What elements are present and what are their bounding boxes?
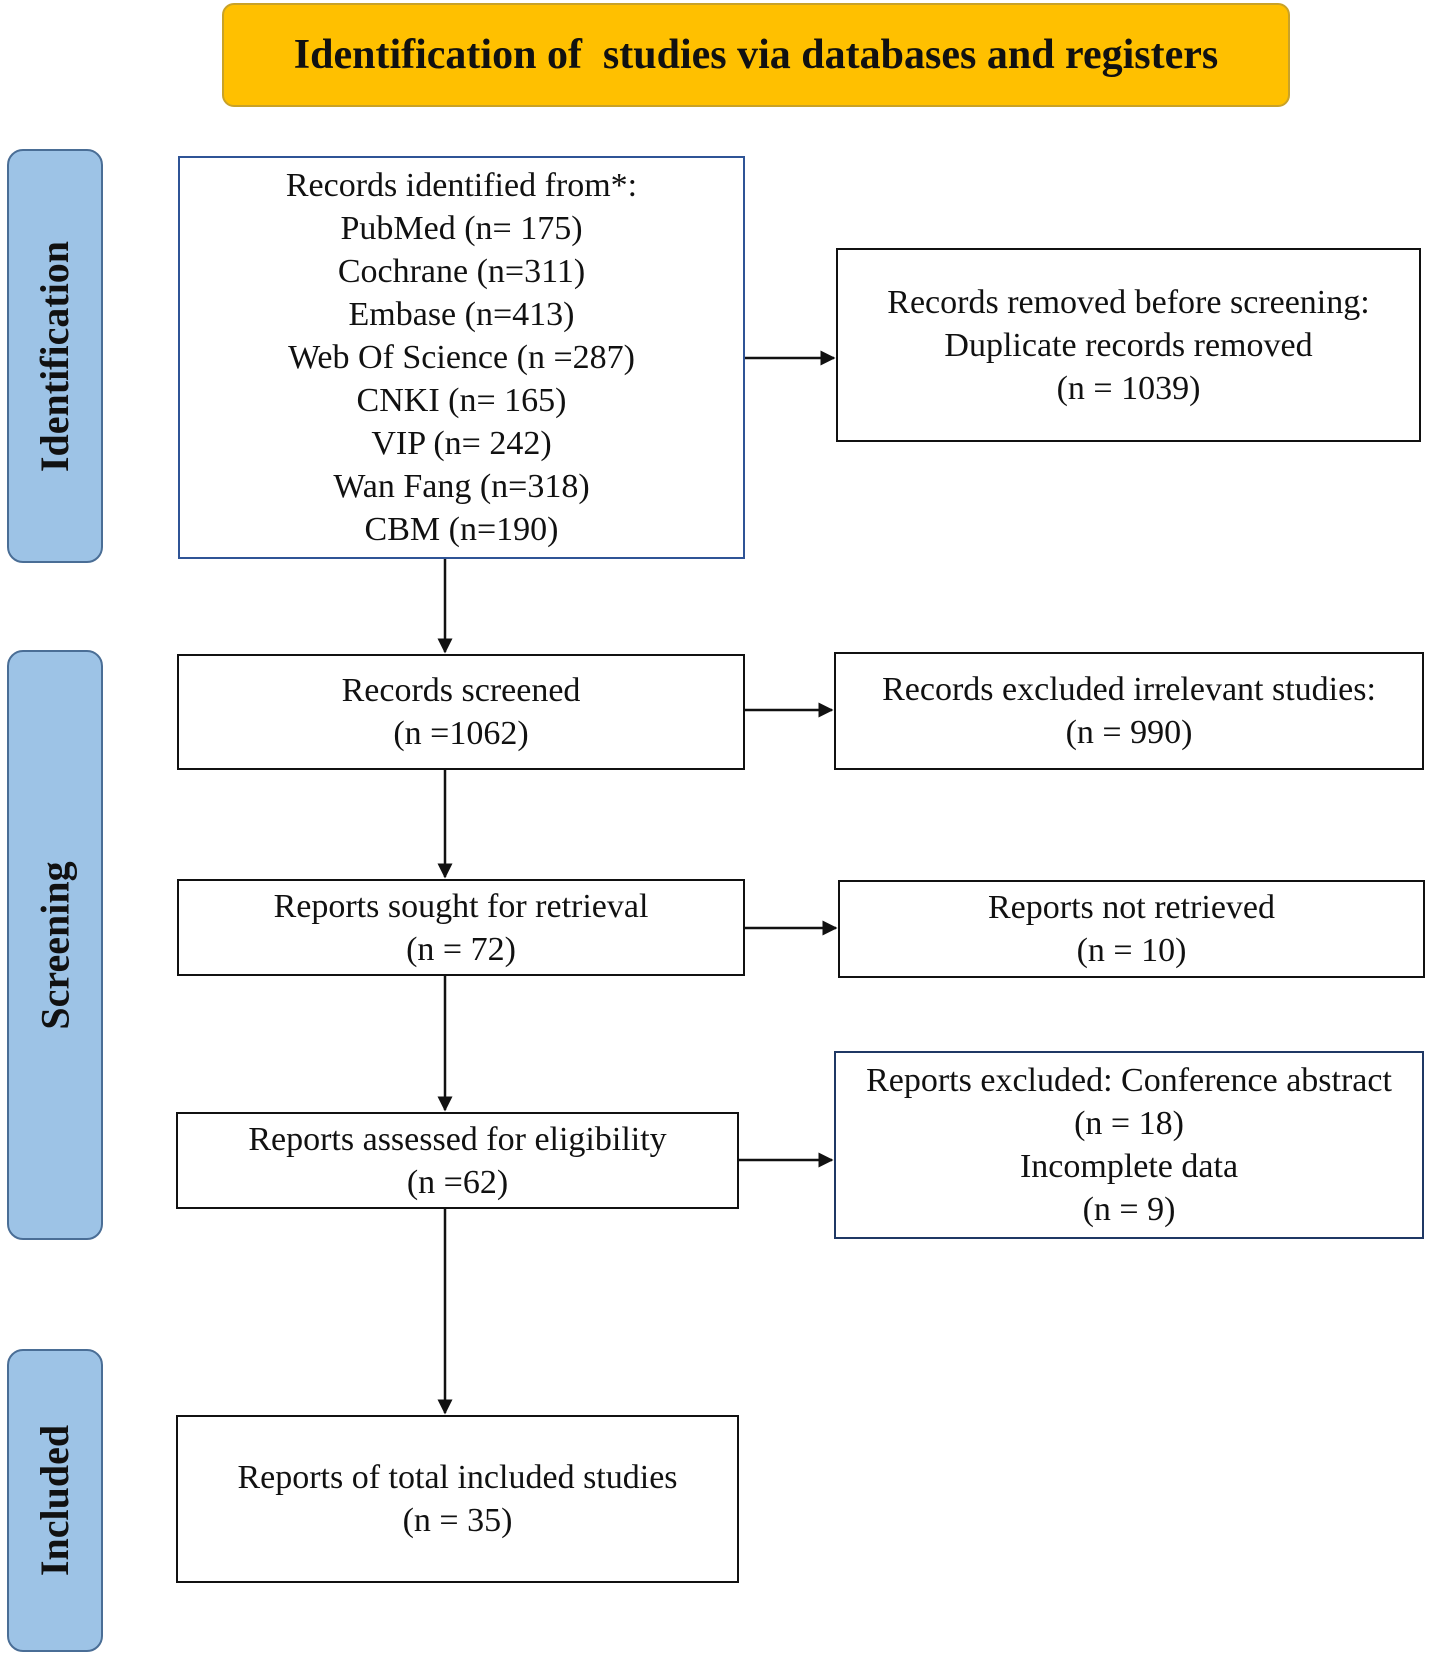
reports-not-retrieved-box: Reports not retrieved (n = 10): [838, 880, 1425, 978]
reports-excluded-incomplete-label: Incomplete data: [1019, 1148, 1239, 1185]
phase-included: Included: [7, 1349, 103, 1652]
phase-screening: Screening: [7, 650, 103, 1240]
phase-identification: Identification: [7, 149, 103, 563]
reports-excluded-abstract-count: (n = 18): [1074, 1105, 1184, 1142]
reports-excluded-incomplete-count: (n = 9): [1082, 1191, 1176, 1228]
reports-included-count: (n = 35): [402, 1502, 513, 1539]
source-cnki: CNKI (n= 165): [356, 382, 567, 419]
reports-excluded-abstract-label: Reports excluded: Conference abstract: [866, 1062, 1392, 1099]
records-excluded-box: Records excluded irrelevant studies: (n …: [834, 652, 1424, 770]
records-removed-line2: Duplicate records removed: [944, 326, 1313, 364]
reports-sought-box: Reports sought for retrieval (n = 72): [177, 879, 745, 976]
reports-assessed-box: Reports assessed for eligibility (n =62): [176, 1112, 739, 1209]
reports-not-retrieved-count: (n = 10): [1076, 932, 1187, 969]
reports-assessed-label: Reports assessed for eligibility: [248, 1120, 667, 1158]
records-excluded-count: (n = 990): [1065, 714, 1193, 751]
source-wan-fang: Wan Fang (n=318): [333, 468, 590, 505]
source-embase: Embase (n=413): [348, 296, 575, 333]
diagram-title-text: Identification of studies via databases …: [293, 32, 1219, 78]
source-pubmed: PubMed (n= 175): [340, 210, 583, 247]
reports-excluded-box: Reports excluded: Conference abstract (n…: [834, 1051, 1424, 1239]
records-screened-box: Records screened (n =1062): [177, 654, 745, 770]
reports-included-label: Reports of total included studies: [237, 1459, 678, 1496]
reports-assessed-count: (n =62): [406, 1163, 509, 1201]
reports-sought-label: Reports sought for retrieval: [273, 887, 649, 925]
records-removed-box: Records removed before screening: Duplic…: [836, 248, 1421, 442]
source-web-of-science: Web Of Science (n =287): [288, 339, 635, 376]
records-screened-count: (n =1062): [393, 715, 529, 752]
records-identified-heading: Records identified from*:: [285, 167, 638, 204]
reports-included-box: Reports of total included studies (n = 3…: [176, 1415, 739, 1583]
source-cbm: CBM (n=190): [364, 511, 559, 548]
reports-not-retrieved-label: Reports not retrieved: [987, 889, 1276, 926]
records-removed-count: (n = 1039): [1056, 369, 1201, 407]
diagram-title: Identification of studies via databases …: [222, 3, 1290, 107]
records-identified-box: Records identified from*: PubMed (n= 175…: [178, 156, 745, 559]
source-cochrane: Cochrane (n=311): [337, 253, 586, 290]
reports-sought-count: (n = 72): [406, 930, 516, 968]
source-vip: VIP (n= 242): [371, 425, 552, 462]
records-screened-label: Records screened: [341, 672, 581, 709]
records-removed-line1: Records removed before screening:: [887, 283, 1370, 321]
records-excluded-label: Records excluded irrelevant studies:: [882, 671, 1376, 708]
